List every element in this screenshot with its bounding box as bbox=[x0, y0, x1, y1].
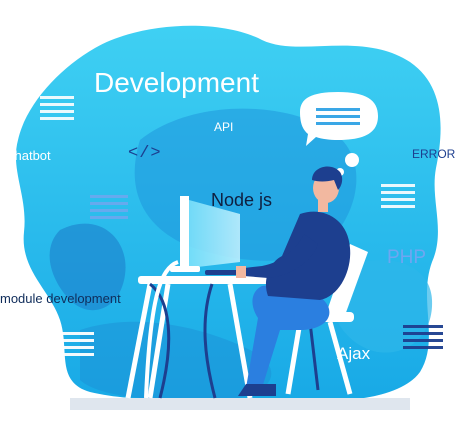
office-chair bbox=[278, 244, 368, 395]
floor-line bbox=[70, 398, 410, 410]
developer-person bbox=[236, 166, 351, 396]
speech-bubble-icon bbox=[300, 92, 378, 146]
computer-monitor bbox=[170, 196, 251, 275]
label-php: PHP bbox=[387, 247, 427, 268]
label-ajax: Ajax bbox=[337, 344, 371, 363]
document-lines-icon bbox=[381, 184, 415, 208]
document-lines-icon bbox=[60, 332, 94, 356]
background-wave-deep bbox=[49, 223, 126, 311]
background-wave-bottom bbox=[80, 321, 272, 401]
document-lines-icon bbox=[90, 195, 128, 219]
label-api: API bbox=[214, 120, 234, 134]
label-error: ERROR bbox=[412, 147, 456, 161]
label-node-js: Node js bbox=[211, 190, 273, 210]
label-chatbot: chatbot bbox=[8, 148, 51, 163]
label-development: Development bbox=[94, 67, 259, 98]
label-module-development: module development bbox=[0, 291, 121, 306]
document-lines-icon bbox=[403, 325, 443, 349]
document-lines-icon bbox=[40, 96, 74, 120]
code-brackets-icon: </> bbox=[128, 144, 162, 163]
